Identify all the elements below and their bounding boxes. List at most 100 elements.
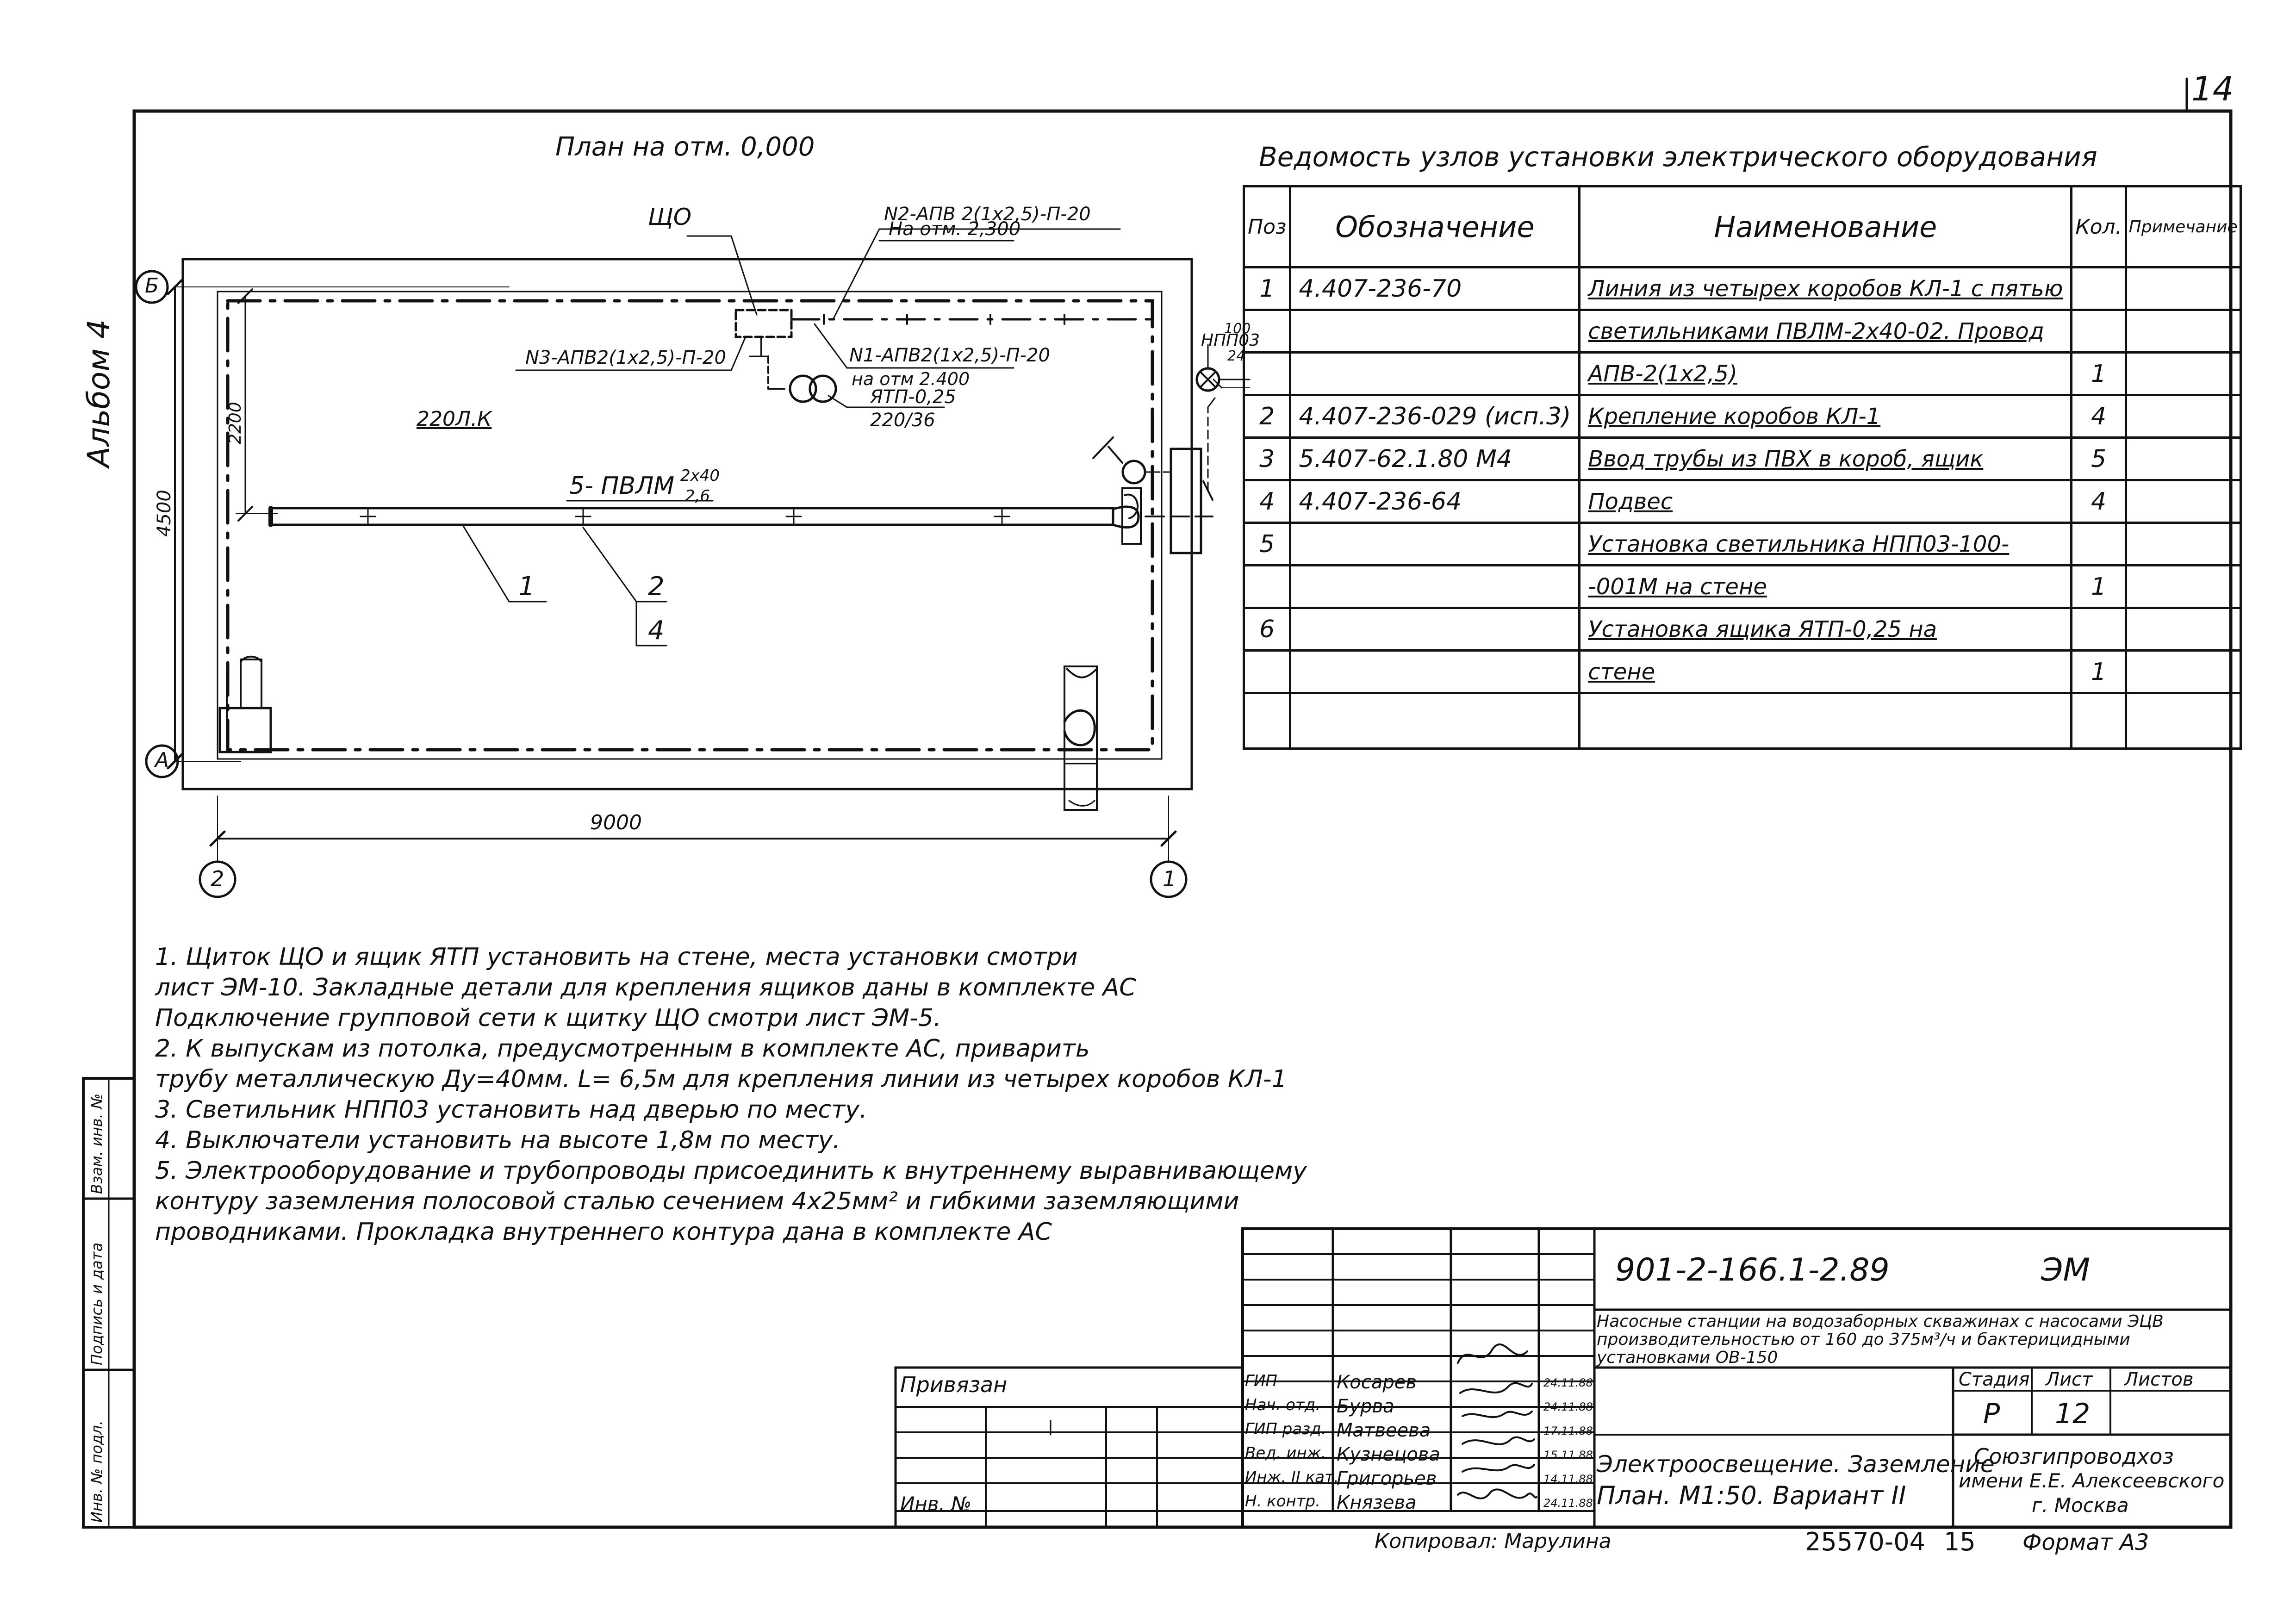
sheet-corner-number: 14	[2191, 69, 2234, 108]
archive-number: 25570-04	[1805, 1527, 1925, 1556]
bom-header-note: Примечание	[2124, 185, 2242, 268]
axis-bubble-2	[199, 860, 236, 898]
bom-cell-name: Крепление коробов КЛ-1	[1578, 394, 2073, 439]
dim-2200: 2200	[226, 402, 245, 444]
bom-cell-name: Ввод трубы из ПВХ в короб, ящик	[1578, 436, 2073, 481]
axis-bubble-a	[145, 744, 179, 778]
format-label: Формат А3	[2022, 1530, 2149, 1555]
axis-label-a: А	[155, 748, 169, 772]
sheet-value: 12	[2055, 1398, 2091, 1430]
bom-cell-pos: 2	[1242, 394, 1292, 439]
door-opening	[1170, 448, 1202, 554]
staff-name: Косарев	[1337, 1372, 1417, 1393]
bom-cell-note	[2124, 607, 2242, 652]
bom-cell-note	[2124, 436, 2242, 481]
note-line: 5. Электрооборудование и трубопроводы пр…	[155, 1157, 1307, 1185]
copied-by: Копировал: Марулина	[1375, 1530, 1612, 1553]
staff-date: 24.11.88	[1543, 1497, 1593, 1510]
sheet-title-2: План. М1:50. Вариант II	[1597, 1481, 1906, 1510]
bom-cell-note	[2124, 564, 2242, 609]
staff-role: ГИП	[1245, 1372, 1277, 1390]
bom-cell-designation: 4.407-236-029 (исп.3)	[1289, 394, 1581, 439]
bom-row: АПВ-2(1х2,5)1	[1242, 351, 2242, 396]
bom-cell-qty	[2070, 309, 2127, 354]
riser-pipe	[1064, 665, 1098, 811]
bom-cell-note	[2124, 479, 2242, 524]
org-line-3: г. Москва	[2032, 1494, 2129, 1517]
bom-cell-pos	[1242, 692, 1292, 750]
n3-label: N3-АПВ2(1х2,5)-П-20	[525, 347, 726, 368]
bom-cell-designation: 5.407-62.1.80 М4	[1289, 436, 1581, 481]
bom-cell-name: Установка светильника НПП03-100-	[1578, 522, 2073, 566]
staff-date: 24.11.88	[1543, 1376, 1593, 1389]
luminaire-line	[269, 507, 1114, 526]
n2-height: На отм. 2,300	[889, 218, 1021, 240]
note-line: 1. Щиток ЩО и ящик ЯТП установить на сте…	[155, 943, 1078, 971]
side-stamp-vzam: Взам. инв. №	[88, 1093, 106, 1194]
doc-mark: ЭМ	[2041, 1252, 2091, 1288]
bom-cell-name: стене	[1578, 649, 2073, 694]
room-label: 220Л.К	[417, 407, 492, 431]
bom-cell-qty: 5	[2070, 436, 2127, 481]
bom-cell-pos: 5	[1242, 522, 1292, 566]
bom-cell-designation	[1289, 607, 1581, 652]
note-line: лист ЭМ-10. Закладные детали для креплен…	[155, 974, 1136, 1001]
bom-cell-pos: 4	[1242, 479, 1292, 524]
atp-voltage: 220/36	[870, 410, 935, 431]
bom-header-row: Поз Обозначение Наименование Кол. Примеч…	[1242, 185, 2242, 268]
stage-header: Стадия	[1959, 1369, 2030, 1390]
note-line: контуру заземления полосовой сталью сече…	[155, 1188, 1239, 1215]
bom-cell-qty	[2070, 266, 2127, 311]
privyazan-label: Привязан	[900, 1372, 1008, 1397]
bom-cell-qty	[2070, 522, 2127, 566]
switch-symbol	[1121, 460, 1146, 485]
bom-cell-name: Линия из четырех коробов КЛ-1 с пятью	[1578, 266, 2073, 311]
org-line-1: Союзгипроводхоз	[1974, 1444, 2174, 1469]
doc-code: 901-2-166.1-2.89	[1615, 1252, 1890, 1288]
bom-header-qty: Кол.	[2070, 185, 2127, 268]
title-block-lines	[894, 1227, 2232, 1529]
bom-cell-designation	[1289, 522, 1581, 566]
inv-label: Инв. №	[900, 1492, 972, 1515]
callout-2: 2	[648, 572, 665, 602]
bom-cell-pos: 3	[1242, 436, 1292, 481]
bom-row	[1242, 692, 2242, 750]
staff-name: Князева	[1337, 1492, 1417, 1513]
staff-date: 15.11.88	[1543, 1449, 1593, 1461]
bom-header-name: Наименование	[1578, 185, 2073, 268]
bom-cell-name: АПВ-2(1х2,5)	[1578, 351, 2073, 396]
bom-cell-note	[2124, 692, 2242, 750]
sheet-header: Лист	[2046, 1369, 2093, 1390]
panel-scho	[734, 309, 793, 338]
n2-label: N2-АПВ 2(1х2,5)-П-20	[884, 204, 1091, 225]
atp-transformer	[789, 374, 817, 403]
bom-cell-note	[2124, 351, 2242, 396]
bom-cell-name: Подвес	[1578, 479, 2073, 524]
bom-row: светильниками ПВЛМ-2х40-02. Провод	[1242, 309, 2242, 354]
pvlm-frac-top: 2x40	[680, 466, 720, 485]
bom-row: 5 Установка светильника НПП03-100-	[1242, 522, 2242, 566]
pvlm-frac-bottom: 2,6	[685, 487, 710, 505]
bom-cell-qty: 1	[2070, 564, 2127, 609]
staff-name: Григорьев	[1337, 1468, 1437, 1489]
note-line: 2. К выпускам из потолка, предусмотренны…	[155, 1035, 1090, 1063]
bom-cell-pos	[1242, 309, 1292, 354]
bom-cell-qty: 4	[2070, 479, 2127, 524]
sheets-header: Листов	[2124, 1369, 2194, 1390]
bom-header-designation: Обозначение	[1289, 185, 1581, 268]
bom-table: Поз Обозначение Наименование Кол. Примеч…	[1242, 185, 2242, 750]
plan-title: План на отм. 0,000	[555, 132, 815, 162]
bom-cell-designation: 4.407-236-64	[1289, 479, 1581, 524]
bom-header-pos: Поз	[1242, 185, 1292, 268]
bom-cell-qty: 4	[2070, 394, 2127, 439]
bom-cell-designation	[1289, 564, 1581, 609]
note-line: Подключение групповой сети к щитку ЩО см…	[155, 1004, 941, 1032]
staff-date: 17.11.88	[1543, 1424, 1593, 1437]
bom-cell-qty: 1	[2070, 649, 2127, 694]
axis-bubble-1	[1150, 860, 1188, 898]
n1-height: на отм 2.400	[852, 369, 970, 389]
